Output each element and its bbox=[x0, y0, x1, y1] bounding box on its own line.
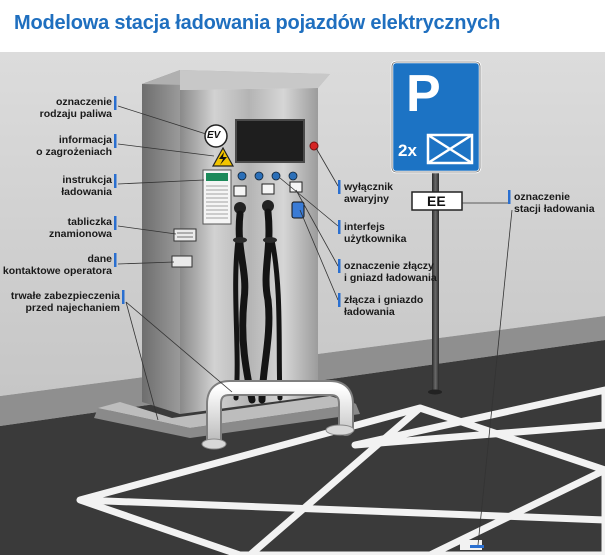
station-plate-text: EE bbox=[427, 193, 446, 209]
charging-sockets bbox=[234, 200, 305, 219]
station-screen bbox=[235, 119, 305, 163]
sign-pole-base bbox=[428, 389, 442, 395]
lightning-bolt-icon bbox=[219, 152, 227, 165]
page-title: Modelowa stacja ładowania pojazdów elekt… bbox=[14, 12, 501, 34]
station-side bbox=[142, 70, 180, 414]
instruction-sheet-lines bbox=[206, 185, 228, 219]
sign-pole bbox=[432, 168, 439, 392]
rating-plate bbox=[173, 228, 197, 242]
station-base-top bbox=[98, 396, 356, 428]
operator-contact-plate bbox=[171, 255, 193, 268]
ev-badge-text: EV bbox=[207, 130, 221, 141]
label-markers bbox=[114, 96, 511, 548]
parking-sign-letter: P bbox=[406, 65, 441, 123]
ev-badge bbox=[204, 124, 228, 148]
parking-sign-border bbox=[391, 61, 481, 173]
protective-barrier bbox=[201, 380, 355, 450]
instruction-sheet-header bbox=[206, 173, 228, 181]
user-interface-buttons bbox=[237, 171, 298, 181]
parking-sign-count: 2x bbox=[398, 141, 417, 160]
floor-markings bbox=[76, 386, 605, 555]
cable-holders bbox=[233, 237, 277, 243]
station-front-top bbox=[180, 70, 330, 90]
sign-crossed-box-icon bbox=[426, 133, 474, 165]
connector-labels bbox=[233, 181, 303, 197]
leader-lines bbox=[117, 105, 513, 546]
station-base bbox=[94, 404, 360, 438]
station-plate bbox=[411, 191, 463, 211]
